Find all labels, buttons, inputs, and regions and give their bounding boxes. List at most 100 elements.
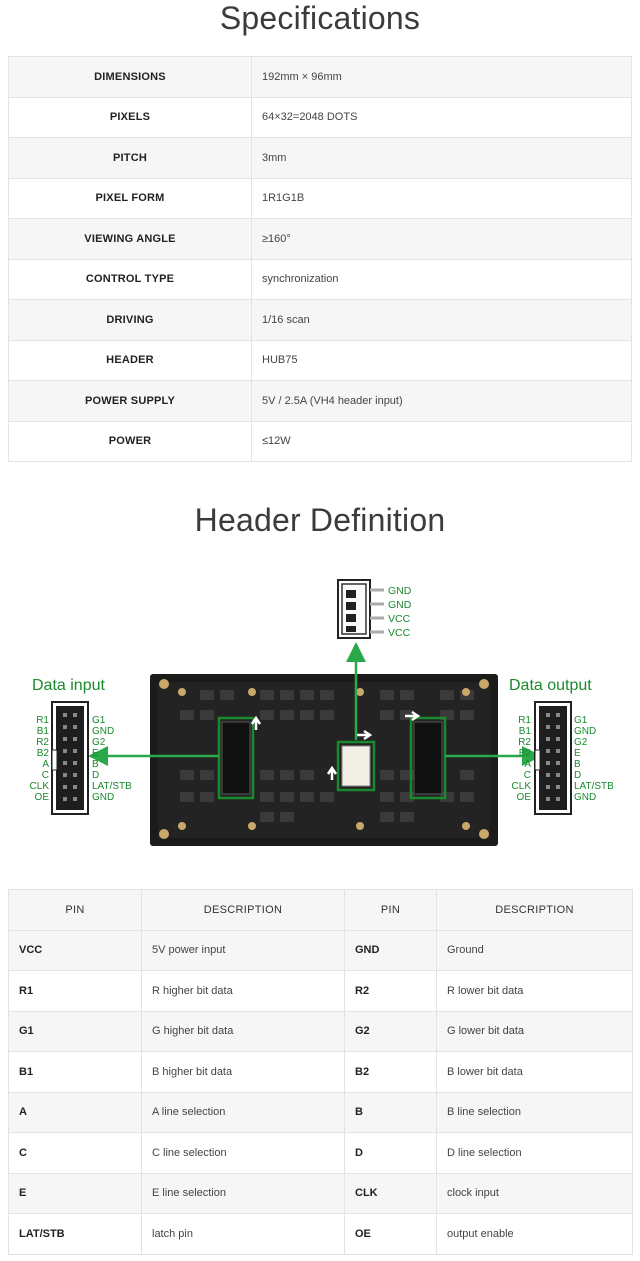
- output-pin-right: D: [574, 770, 581, 781]
- pin-description: latch pin: [141, 1213, 345, 1255]
- spec-value: 192mm × 96mm: [251, 56, 632, 98]
- spec-value: 64×32=2048 DOTS: [251, 96, 632, 138]
- spec-value: 5V / 2.5A (VH4 header input): [251, 380, 632, 422]
- power-pin-label: VCC: [388, 627, 411, 639]
- pin-description: C line selection: [141, 1132, 345, 1174]
- table-row: LAT/STB latch pin OE output enable: [8, 1213, 633, 1255]
- pin-name: OE: [344, 1213, 437, 1255]
- column-header-pin: PIN: [344, 889, 437, 931]
- table-header-row: PIN DESCRIPTION PIN DESCRIPTION: [8, 889, 633, 931]
- spec-label: PITCH: [8, 137, 252, 179]
- power-pin-label: GND: [388, 585, 412, 597]
- column-header-description: DESCRIPTION: [141, 889, 345, 931]
- pin-description: A line selection: [141, 1091, 345, 1133]
- output-header-connector: [534, 701, 572, 815]
- power-pin-label: VCC: [388, 613, 411, 625]
- spec-value: 1R1G1B: [251, 177, 632, 219]
- pin-description: B lower bit data: [436, 1051, 633, 1093]
- output-pin-left: C: [524, 770, 531, 781]
- output-pin-right: LAT/STB: [574, 781, 614, 792]
- pin-name: LAT/STB: [8, 1213, 142, 1255]
- pin-name: CLK: [344, 1172, 437, 1214]
- output-pin-right: GND: [574, 726, 596, 737]
- input-pin-left: R1: [36, 715, 49, 726]
- output-pin-left: A: [524, 759, 531, 770]
- data-input-label: Data input: [32, 677, 105, 694]
- pin-name: E: [8, 1172, 142, 1214]
- spec-label: CONTROL TYPE: [8, 258, 252, 300]
- output-pin-right: GND: [574, 792, 596, 803]
- input-pin-right: GND: [92, 726, 114, 737]
- spec-label: PIXELS: [8, 96, 252, 138]
- spec-label: POWER: [8, 420, 252, 462]
- table-row: G1 G higher bit data G2 G lower bit data: [8, 1010, 633, 1052]
- input-pin-right: B: [92, 759, 99, 770]
- pin-description: R lower bit data: [436, 970, 633, 1012]
- column-header-pin: PIN: [8, 889, 142, 931]
- pin-name: G2: [344, 1010, 437, 1052]
- table-row: R1 R higher bit data R2 R lower bit data: [8, 970, 633, 1012]
- spec-row: POWER≤12W: [8, 420, 632, 462]
- pin-name: GND: [344, 929, 437, 971]
- pin-description: D line selection: [436, 1132, 633, 1174]
- spec-row: VIEWING ANGLE≥160°: [8, 218, 632, 260]
- pin-description: G higher bit data: [141, 1010, 345, 1052]
- power-connector: [337, 579, 384, 639]
- table-row: A A line selection B B line selection: [8, 1091, 633, 1133]
- pin-name: G1: [8, 1010, 142, 1052]
- specifications-title: Specifications: [219, 0, 421, 36]
- input-pin-left: R2: [36, 737, 49, 748]
- pin-description: clock input: [436, 1172, 633, 1214]
- input-pin-right: G1: [92, 715, 106, 726]
- header-diagram: GND GND VCC VCC: [30, 579, 614, 846]
- pin-name: R2: [344, 970, 437, 1012]
- spec-value: ≥160°: [251, 218, 632, 260]
- pin-description: B higher bit data: [141, 1051, 345, 1093]
- pin-description-table: PIN DESCRIPTION PIN DESCRIPTION VCC 5V p…: [8, 889, 633, 1255]
- signal-arrows: [88, 642, 542, 766]
- spec-label: HEADER: [8, 339, 252, 381]
- header-definition-title: Header Definition: [194, 502, 446, 538]
- pin-description: E line selection: [141, 1172, 345, 1214]
- input-pin-right: D: [92, 770, 99, 781]
- spec-label: POWER SUPPLY: [8, 380, 252, 422]
- input-pin-right: GND: [92, 792, 114, 803]
- output-pin-right: E: [574, 748, 581, 759]
- output-pin-left: R1: [518, 715, 531, 726]
- input-header-connector: [51, 701, 89, 815]
- led-panel-board: [150, 674, 498, 846]
- output-pin-left: B2: [519, 748, 532, 759]
- output-pin-left: CLK: [512, 781, 532, 792]
- table-row: VCC 5V power input GND Ground: [8, 929, 633, 971]
- data-output-label: Data output: [509, 677, 592, 694]
- spec-value: 1/16 scan: [251, 299, 632, 341]
- spec-label: PIXEL FORM: [8, 177, 252, 219]
- pin-description: B line selection: [436, 1091, 633, 1133]
- pin-description: 5V power input: [141, 929, 345, 971]
- pin-name: A: [8, 1091, 142, 1133]
- output-pin-left: R2: [518, 737, 531, 748]
- column-header-description: DESCRIPTION: [436, 889, 633, 931]
- pin-name: VCC: [8, 929, 142, 971]
- output-pin-left: B1: [519, 726, 532, 737]
- output-pin-right: B: [574, 759, 581, 770]
- input-pin-left: C: [42, 770, 49, 781]
- table-row: B1 B higher bit data B2 B lower bit data: [8, 1051, 633, 1093]
- pin-description: R higher bit data: [141, 970, 345, 1012]
- spec-value: synchronization: [251, 258, 632, 300]
- pin-description: G lower bit data: [436, 1010, 633, 1052]
- input-pin-right: LAT/STB: [92, 781, 132, 792]
- pin-name: D: [344, 1132, 437, 1174]
- spec-label: DIMENSIONS: [8, 56, 252, 98]
- pin-name: B1: [8, 1051, 142, 1093]
- pin-description: output enable: [436, 1213, 633, 1255]
- spec-value: 3mm: [251, 137, 632, 179]
